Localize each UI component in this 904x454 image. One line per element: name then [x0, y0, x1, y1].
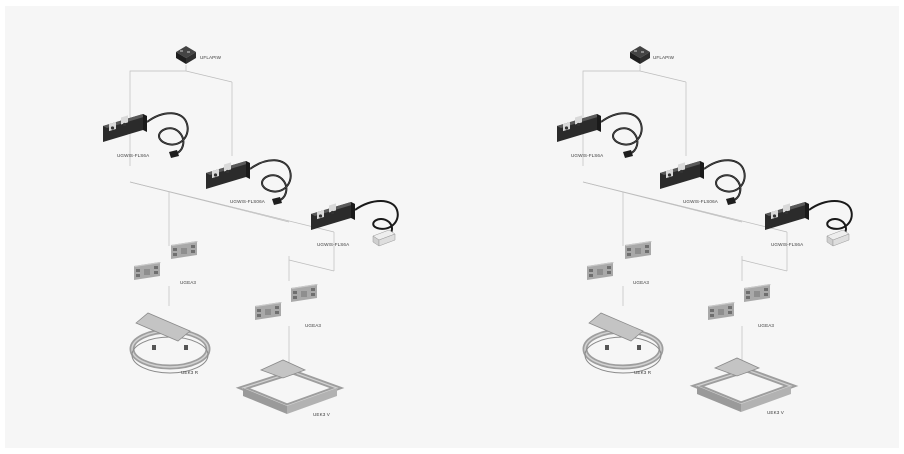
- label-unit-b: UGWIS-FLS06A: [683, 199, 719, 204]
- label-frame-round: UEK3 R: [181, 370, 199, 375]
- label-unit-c: UGWIS-FLS6A: [771, 242, 804, 247]
- label-unit-c: UGWIS-FLS6A: [317, 242, 350, 247]
- plate-a-upper: [171, 241, 198, 259]
- socket-unit-c: [765, 201, 852, 246]
- square-frame: [697, 358, 791, 412]
- diagram-canvas: UFLAPIW UGWIS-FLS6A UGWIS-FLS06A UGWIS-F…: [5, 6, 899, 448]
- plate-b-lower: [708, 302, 735, 320]
- floor-cover: [630, 46, 650, 64]
- floor-cover: [176, 46, 196, 64]
- diagram-left: UFLAPIW UGWIS-FLS6A UGWIS-FLS06A UGWIS-F…: [103, 46, 398, 417]
- label-unit-a: UGWIS-FLS6A: [117, 153, 150, 158]
- label-frame-square: UEK3 V: [767, 410, 785, 415]
- label-frame-round: UEK3 R: [634, 370, 652, 375]
- label-plate-b: UGEA3: [305, 323, 321, 328]
- label-plate-a: UGEA3: [633, 280, 649, 285]
- plate-a-lower: [134, 262, 161, 280]
- plate-b-lower: [255, 302, 282, 320]
- label-unit-b: UGWIS-FLS06A: [230, 199, 266, 204]
- plate-b-upper: [744, 284, 771, 302]
- socket-unit-a: [557, 113, 642, 158]
- socket-unit-a: [103, 113, 188, 158]
- diagram-svg: UFLAPIW UGWIS-FLS6A UGWIS-FLS06A UGWIS-F…: [5, 6, 899, 448]
- label-frame-square: UEK3 V: [313, 412, 331, 417]
- label-cover: UFLAPIW: [200, 55, 222, 60]
- diagram-right: UFLAPIW UGWIS-FLS6A UGWIS-FLS06A UGWIS-F…: [557, 46, 852, 415]
- round-frame: [585, 313, 661, 373]
- label-unit-a: UGWIS-FLS6A: [571, 153, 604, 158]
- label-plate-a: UGEA3: [180, 280, 196, 285]
- label-cover: UFLAPIW: [653, 55, 675, 60]
- plate-a-lower: [587, 262, 614, 280]
- socket-unit-c: [311, 201, 398, 246]
- square-frame: [243, 360, 337, 414]
- plate-a-upper: [625, 241, 652, 259]
- round-frame: [132, 313, 208, 373]
- plate-b-upper: [291, 284, 318, 302]
- label-plate-b: UGEA3: [758, 323, 774, 328]
